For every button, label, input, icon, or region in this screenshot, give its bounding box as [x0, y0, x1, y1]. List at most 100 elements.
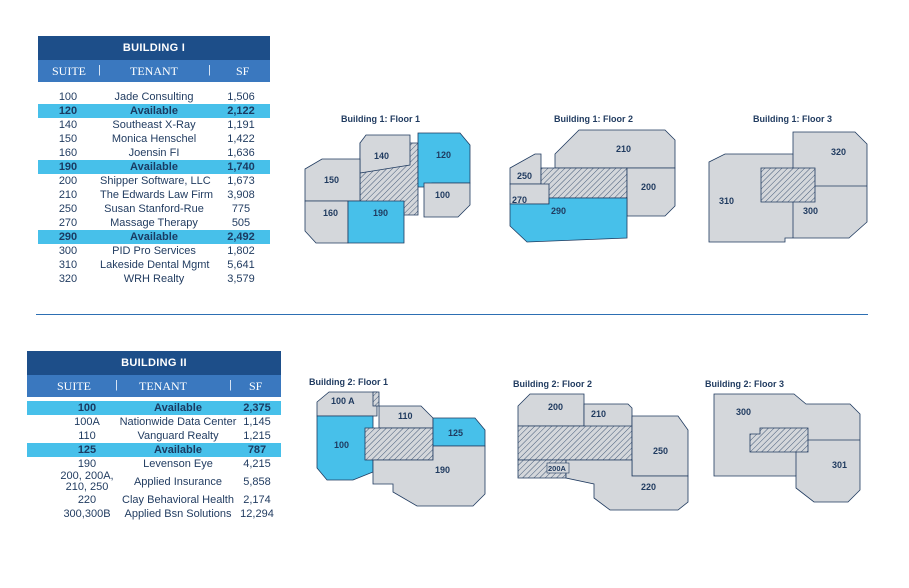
tenant-cell: Massage Therapy: [110, 217, 198, 229]
tenant-cell: Available: [154, 444, 202, 456]
tenant-cell: Lakeside Dental Mgmt: [100, 259, 210, 271]
sf-cell: 12,294: [240, 508, 274, 520]
b2f2-core: [517, 425, 633, 461]
sf-cell: 2,174: [243, 494, 271, 506]
header-separator: |: [98, 64, 101, 76]
suite-cell: 125: [77, 444, 97, 456]
b2f1-unit-125: [432, 417, 486, 447]
b2f2-label: 220: [641, 482, 656, 492]
sf-cell: 1,673: [227, 175, 255, 187]
sf-cell: 1,506: [227, 91, 255, 103]
b1f2-label: 270: [512, 195, 527, 205]
b1f1-label: 160: [323, 208, 338, 218]
b2f2-unit-220: [565, 459, 689, 511]
suite-cell: 270: [58, 217, 78, 229]
b1f2-label: 250: [517, 171, 532, 181]
suite-cell: 220: [77, 494, 97, 506]
b1f3-label: 300: [803, 206, 818, 216]
b2f2-label: 250: [653, 446, 668, 456]
tenant-cell: Nationwide Data Center: [119, 416, 237, 428]
b1f1-unit-190: [347, 200, 405, 244]
suite-cell: 300: [58, 245, 78, 257]
b1f3-title: Building 1: Floor 3: [753, 114, 832, 124]
sf-cell: 3,579: [227, 273, 255, 285]
b1f1-floorplan: 140 120 150 100 160 190: [304, 132, 471, 244]
suite-header: SUITE: [57, 379, 91, 393]
suite-cell: 120: [58, 105, 78, 117]
suite-cell: 320: [58, 273, 78, 285]
b2f1-hatch-strip: [372, 391, 380, 407]
b2f2-label: 210: [591, 409, 606, 419]
b1f2-core: [540, 167, 628, 199]
b2f1-title: Building 2: Floor 1: [309, 377, 388, 387]
b2f1-floorplan: 100 A 110 100 125 190: [316, 391, 486, 507]
tenant-cell: Vanguard Realty: [137, 430, 219, 442]
b2f1-label: 190: [435, 465, 450, 475]
suite-cell: 160: [58, 147, 78, 159]
sf-cell: 3,908: [227, 189, 255, 201]
b1f1-title: Building 1: Floor 1: [341, 114, 420, 124]
tenant-cell: Susan Stanford-Rue: [104, 203, 204, 215]
suite-header: SUITE: [52, 64, 86, 78]
table-row: 270 Massage Therapy 505: [38, 216, 270, 230]
b1f2-unit-210: [554, 129, 676, 169]
suite-cell: 200: [58, 175, 78, 187]
b2f1-label: 100: [334, 440, 349, 450]
suite-cell: 190: [58, 161, 78, 173]
tenant-cell: Available: [130, 161, 178, 173]
b2f3-label: 301: [832, 460, 847, 470]
sf-cell: 1,191: [227, 119, 255, 131]
b1f1-unit-150: [304, 158, 361, 202]
b2f2-label: 200: [548, 402, 563, 412]
header-separator: |: [115, 379, 118, 391]
tenant-cell: Southeast X-Ray: [112, 119, 196, 131]
sf-cell: 1,636: [227, 147, 255, 159]
section-divider: [36, 314, 868, 315]
tenant-cell: Applied Bsn Solutions: [124, 508, 232, 520]
b1f1-unit-120: [417, 132, 471, 188]
b2f3-floorplan: 300 301: [713, 393, 861, 503]
tenant-cell: Available: [130, 105, 178, 117]
b1f1-label: 140: [374, 151, 389, 161]
sf-cell: 4,215: [243, 458, 271, 470]
b1f1-unit-160: [304, 200, 349, 244]
sf-cell: 1,145: [243, 416, 271, 428]
sf-cell: 1,215: [243, 430, 271, 442]
tenant-cell: Joensin FI: [128, 147, 180, 159]
sf-cell: 1,802: [227, 245, 255, 257]
b1f2-title: Building 1: Floor 2: [554, 114, 633, 124]
b2f2-floorplan: 200 210 250 200A 220: [517, 393, 689, 511]
b2f2-title: Building 2: Floor 2: [513, 379, 592, 389]
tenant-cell: Monica Henschel: [111, 133, 197, 145]
sf-cell: 1,740: [227, 161, 255, 173]
tenant-header: TENANT: [130, 64, 178, 78]
building-2-header: SUITE | TENANT | SF: [27, 375, 281, 397]
sf-cell: 505: [231, 217, 251, 229]
tenant-cell: Clay Behavioral Health: [122, 494, 234, 506]
tenant-cell: WRH Realty: [123, 273, 185, 285]
b1f2-label: 210: [616, 144, 631, 154]
b2f1-label: 110: [398, 411, 413, 421]
b2f1-unit-190: [372, 445, 486, 507]
table-row-available: 190 Available 1,740: [38, 160, 270, 174]
b1f1-label: 150: [324, 175, 339, 185]
b2f1-label: 125: [448, 428, 463, 438]
b1f1-unit-100: [423, 182, 471, 218]
sf-cell: 5,858: [243, 476, 271, 488]
b1f2-unit-290: [509, 197, 628, 243]
suite-cell: 150: [58, 133, 78, 145]
